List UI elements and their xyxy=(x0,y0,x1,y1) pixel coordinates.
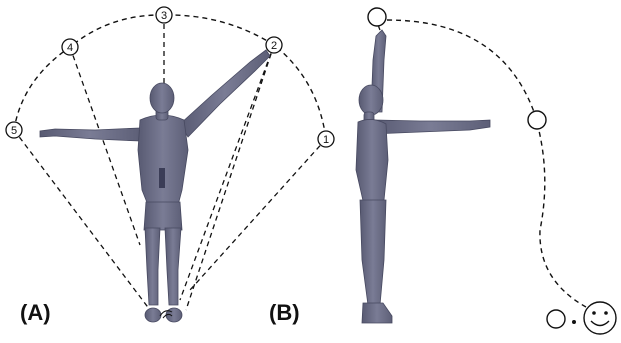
trajectory-dot xyxy=(572,320,576,324)
marker-5-label: 5 xyxy=(11,125,17,137)
panel-b-label: (B) xyxy=(269,300,300,326)
panel-a-label: (A) xyxy=(20,300,51,326)
marker-2: 2 xyxy=(266,37,282,53)
marker-1: 1 xyxy=(318,131,334,147)
marker-4: 4 xyxy=(62,39,78,55)
marker-3-label: 3 xyxy=(161,10,167,22)
marker-2-label: 2 xyxy=(271,40,277,52)
marker-5: 5 xyxy=(6,122,22,138)
marker-3: 3 xyxy=(156,7,172,23)
marker-4-label: 4 xyxy=(67,42,73,54)
trajectory-start-circle xyxy=(368,8,386,26)
panel-b-trajectory xyxy=(387,20,586,307)
panel-a: 1 2 3 4 5 xyxy=(6,7,334,322)
trajectory-end-circle xyxy=(547,310,565,328)
figure-back-view xyxy=(40,50,270,322)
panel-b xyxy=(356,8,616,334)
figure-side-view xyxy=(356,30,490,323)
trajectory-mid-circle xyxy=(528,111,546,129)
marker-1-label: 1 xyxy=(323,134,329,146)
smiley-face-icon xyxy=(584,302,616,334)
